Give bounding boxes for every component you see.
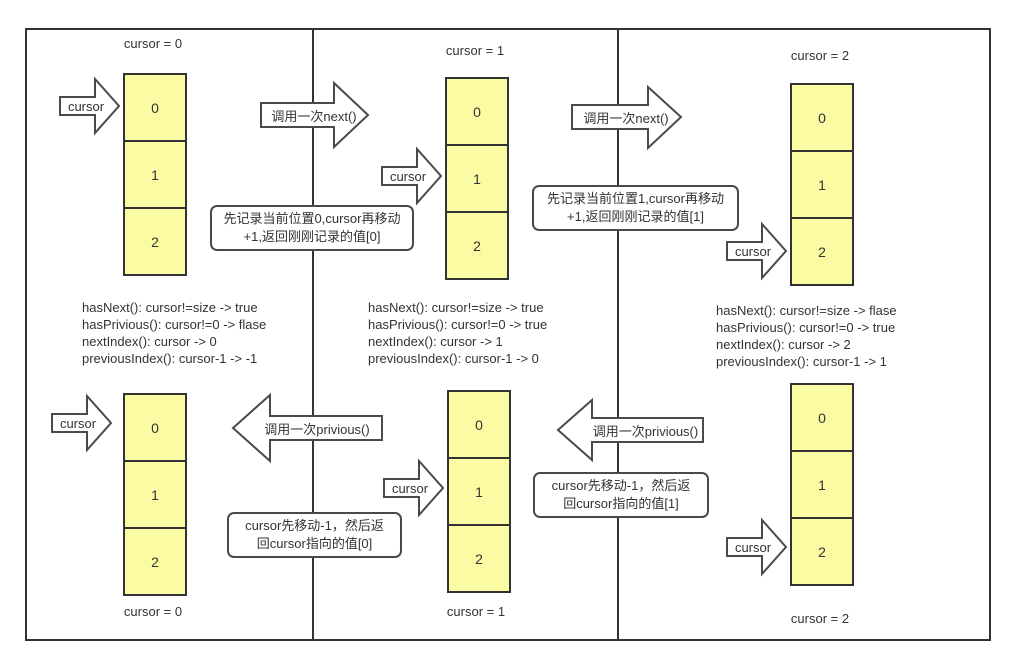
cursor-arrow-right-icon bbox=[726, 221, 788, 281]
note-callout: cursor先移动-1，然后返 回cursor指向的值[0] bbox=[227, 512, 402, 558]
iterator-facts: hasNext(): cursor!=size -> true hasPrivi… bbox=[368, 299, 547, 367]
array-cell: 1 bbox=[792, 452, 852, 519]
privious-arrow-icon bbox=[231, 392, 383, 464]
note-callout: cursor先移动-1，然后返 回cursor指向的值[1] bbox=[533, 472, 709, 518]
iterator-facts: hasNext(): cursor!=size -> flase hasPriv… bbox=[716, 302, 897, 370]
privious-arrow-label: 调用一次privious() bbox=[264, 421, 370, 437]
facts-line: previousIndex(): cursor-1 -> 0 bbox=[368, 351, 539, 366]
privious-arrow-icon bbox=[556, 397, 704, 463]
cursor-state-title: cursor = 0 bbox=[123, 36, 183, 51]
note-line: cursor先移动-1，然后返 bbox=[551, 478, 691, 493]
array-cell: 0 bbox=[125, 75, 185, 142]
cursor-state-title: cursor = 1 bbox=[445, 43, 505, 58]
iterator-facts: hasNext(): cursor!=size -> true hasPrivi… bbox=[82, 299, 266, 367]
array-top-2: 0 1 2 bbox=[790, 83, 854, 286]
cursor-arrow-label: cursor bbox=[734, 539, 772, 555]
array-cell: 2 bbox=[449, 526, 509, 591]
column-divider bbox=[312, 28, 314, 641]
facts-line: nextIndex(): cursor -> 1 bbox=[368, 334, 503, 349]
cursor-state-title: cursor = 2 bbox=[790, 611, 850, 626]
array-cell: 1 bbox=[449, 459, 509, 526]
note-line: 先记录当前位置1,cursor再移动 bbox=[547, 191, 724, 206]
cursor-arrow-label: cursor bbox=[389, 168, 427, 184]
cursor-arrow-label: cursor bbox=[391, 480, 429, 496]
array-cell: 0 bbox=[447, 79, 507, 146]
facts-line: previousIndex(): cursor-1 -> -1 bbox=[82, 351, 258, 366]
array-cell: 0 bbox=[792, 385, 852, 452]
array-cell: 0 bbox=[449, 392, 509, 459]
note-line: +1,返回刚刚记录的值[0] bbox=[243, 229, 381, 244]
array-cell: 2 bbox=[792, 219, 852, 284]
array-cell: 2 bbox=[447, 213, 507, 278]
cursor-state-title: cursor = 1 bbox=[446, 604, 506, 619]
array-bottom-2: 0 1 2 bbox=[790, 383, 854, 586]
array-cell: 2 bbox=[792, 519, 852, 584]
array-cell: 1 bbox=[125, 142, 185, 209]
array-bottom-1: 0 1 2 bbox=[447, 390, 511, 593]
facts-line: nextIndex(): cursor -> 2 bbox=[716, 337, 851, 352]
note-line: +1,返回刚刚记录的值[1] bbox=[567, 209, 704, 224]
array-cell: 1 bbox=[447, 146, 507, 213]
facts-line: hasNext(): cursor!=size -> flase bbox=[716, 303, 897, 318]
note-line: 回cursor指向的值[0] bbox=[256, 536, 373, 551]
diagram-frame bbox=[25, 28, 991, 641]
cursor-arrow-right-icon bbox=[51, 393, 113, 453]
note-line: 回cursor指向的值[1] bbox=[563, 496, 679, 511]
cursor-arrow-label: cursor bbox=[67, 98, 105, 114]
next-arrow-label: 调用一次next() bbox=[583, 110, 669, 126]
note-line: cursor先移动-1，然后返 bbox=[245, 518, 384, 533]
next-arrow-icon bbox=[260, 80, 370, 150]
array-cell: 2 bbox=[125, 529, 185, 594]
note-line: 先记录当前位置0,cursor再移动 bbox=[223, 211, 401, 226]
privious-arrow-label: 调用一次privious() bbox=[592, 423, 699, 439]
next-arrow-icon bbox=[571, 84, 683, 151]
cursor-arrow-right-icon bbox=[381, 146, 443, 206]
facts-line: hasNext(): cursor!=size -> true bbox=[82, 300, 258, 315]
cursor-arrow-label: cursor bbox=[59, 415, 97, 431]
cursor-arrow-right-icon bbox=[59, 76, 121, 136]
column-divider bbox=[617, 28, 619, 641]
note-callout: 先记录当前位置0,cursor再移动 +1,返回刚刚记录的值[0] bbox=[210, 205, 414, 251]
cursor-arrow-right-icon bbox=[383, 458, 445, 518]
array-cell: 0 bbox=[125, 395, 185, 462]
array-top-0: 0 1 2 bbox=[123, 73, 187, 276]
facts-line: nextIndex(): cursor -> 0 bbox=[82, 334, 217, 349]
cursor-arrow-right-icon bbox=[726, 517, 788, 577]
cursor-state-title: cursor = 0 bbox=[123, 604, 183, 619]
array-cell: 0 bbox=[792, 85, 852, 152]
array-cell: 1 bbox=[792, 152, 852, 219]
facts-line: hasPrivious(): cursor!=0 -> flase bbox=[82, 317, 267, 332]
facts-line: hasPrivious(): cursor!=0 -> true bbox=[368, 317, 548, 332]
facts-line: previousIndex(): cursor-1 -> 1 bbox=[716, 354, 887, 369]
array-bottom-0: 0 1 2 bbox=[123, 393, 187, 596]
next-arrow-label: 调用一次next() bbox=[271, 108, 357, 124]
note-callout: 先记录当前位置1,cursor再移动 +1,返回刚刚记录的值[1] bbox=[532, 185, 739, 231]
array-top-1: 0 1 2 bbox=[445, 77, 509, 280]
cursor-arrow-label: cursor bbox=[734, 243, 772, 259]
cursor-state-title: cursor = 2 bbox=[790, 48, 850, 63]
array-cell: 1 bbox=[125, 462, 185, 529]
facts-line: hasPrivious(): cursor!=0 -> true bbox=[716, 320, 896, 335]
array-cell: 2 bbox=[125, 209, 185, 274]
facts-line: hasNext(): cursor!=size -> true bbox=[368, 300, 544, 315]
